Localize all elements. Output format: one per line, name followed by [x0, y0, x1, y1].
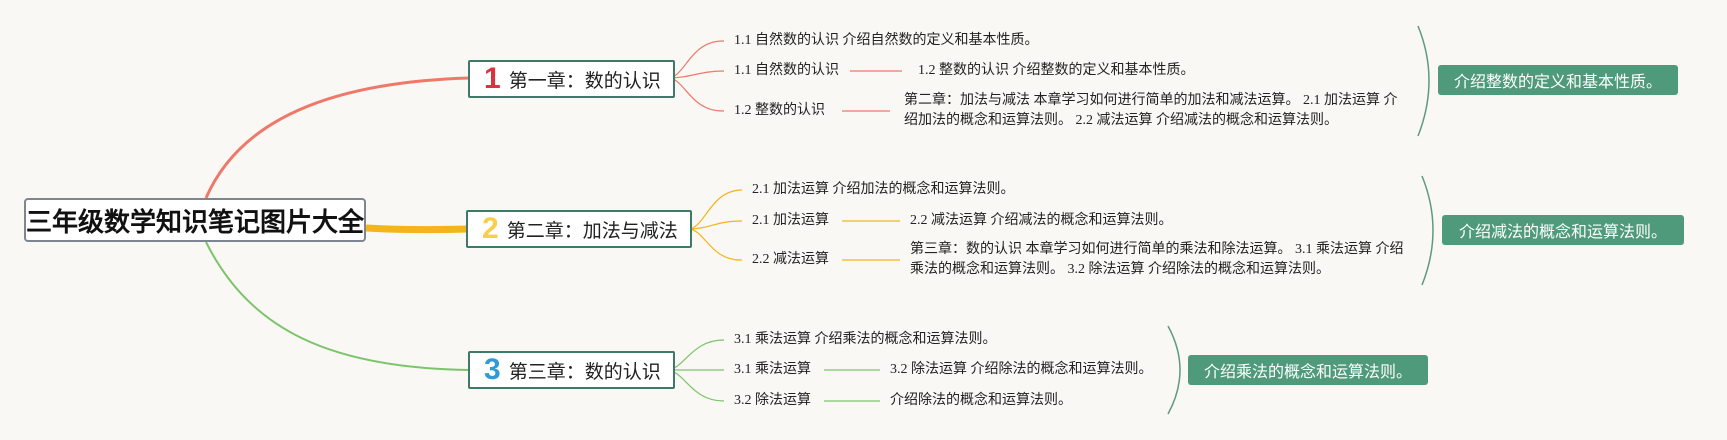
- chapter-2-number: 2: [482, 212, 499, 245]
- branch-line-chapter-1: [204, 76, 471, 199]
- branch-line-chapter-2: [365, 224, 469, 234]
- chapter-2-connectors: [687, 189, 900, 261]
- chapter-3-leaf-3-detail[interactable]: 介绍除法的概念和运算法则。: [890, 393, 1072, 408]
- chapter-1-leaf-1[interactable]: 1.1 自然数的认识 介绍自然数的定义和基本性质。: [734, 33, 1039, 48]
- chapter-1-leaf-3[interactable]: 1.2 整数的认识: [734, 103, 825, 118]
- chapter-2-summary[interactable]: 介绍减法的概念和运算法则。: [1442, 215, 1684, 245]
- chapter-1-summary[interactable]: 介绍整数的定义和基本性质。: [1438, 65, 1678, 95]
- chapter-1-title: 第一章：数的认识: [508, 70, 661, 92]
- chapter-2-leaf-3[interactable]: 2.2 减法运算: [752, 252, 829, 267]
- summary-brace-2: [1421, 175, 1434, 286]
- chapter-3-number: 3: [484, 353, 501, 386]
- chapter-2-leaf-3-detail[interactable]: 第三章：数的认识 本章学习如何进行简单的乘法和除法运算。 3.1 乘法运算 介绍…: [910, 242, 1404, 277]
- chapter-1-leaf-3-detail[interactable]: 第二章：加法与减法 本章学习如何进行简单的加法和减法运算。 2.1 加法运算 介…: [904, 93, 1398, 128]
- chapter-2-leaf-2-detail[interactable]: 2.2 减法运算 介绍减法的概念和运算法则。: [910, 213, 1173, 228]
- summary-brace-1: [1417, 25, 1430, 137]
- summary-brace-3: [1167, 325, 1181, 415]
- chapter-3-leaf-2[interactable]: 3.1 乘法运算: [734, 362, 811, 377]
- chapter-1-topic[interactable]: 1 第一章：数的认识: [468, 60, 675, 98]
- chapter-2-leaf-2[interactable]: 2.1 加法运算: [752, 213, 829, 228]
- chapter-2-title: 第二章：加法与减法: [506, 220, 678, 242]
- chapter-2-leaf-1[interactable]: 2.1 加法运算 介绍加法的概念和运算法则。: [752, 182, 1015, 197]
- chapter-3-title: 第三章：数的认识: [508, 361, 661, 383]
- chapter-3-summary[interactable]: 介绍乘法的概念和运算法则。: [1188, 355, 1428, 385]
- chapter-1-leaf-2-detail[interactable]: 1.2 整数的认识 介绍整数的定义和基本性质。: [918, 63, 1195, 78]
- chapter-1-leaf-2[interactable]: 1.1 自然数的认识: [734, 63, 839, 78]
- chapter-3-leaf-3[interactable]: 3.2 除法运算: [734, 393, 811, 408]
- chapter-3-topic[interactable]: 3 第三章：数的认识: [468, 351, 675, 389]
- chapter-3-leaf-2-detail[interactable]: 3.2 除法运算 介绍除法的概念和运算法则。: [890, 362, 1153, 377]
- root-topic[interactable]: 三年级数学知识笔记图片大全: [24, 198, 366, 242]
- branch-line-chapter-3: [205, 241, 471, 371]
- chapter-1-number: 1: [484, 62, 501, 95]
- chapter-3-leaf-1[interactable]: 3.1 乘法运算 介绍乘法的概念和运算法则。: [734, 332, 997, 347]
- chapter-2-topic[interactable]: 2 第二章：加法与减法: [466, 210, 692, 248]
